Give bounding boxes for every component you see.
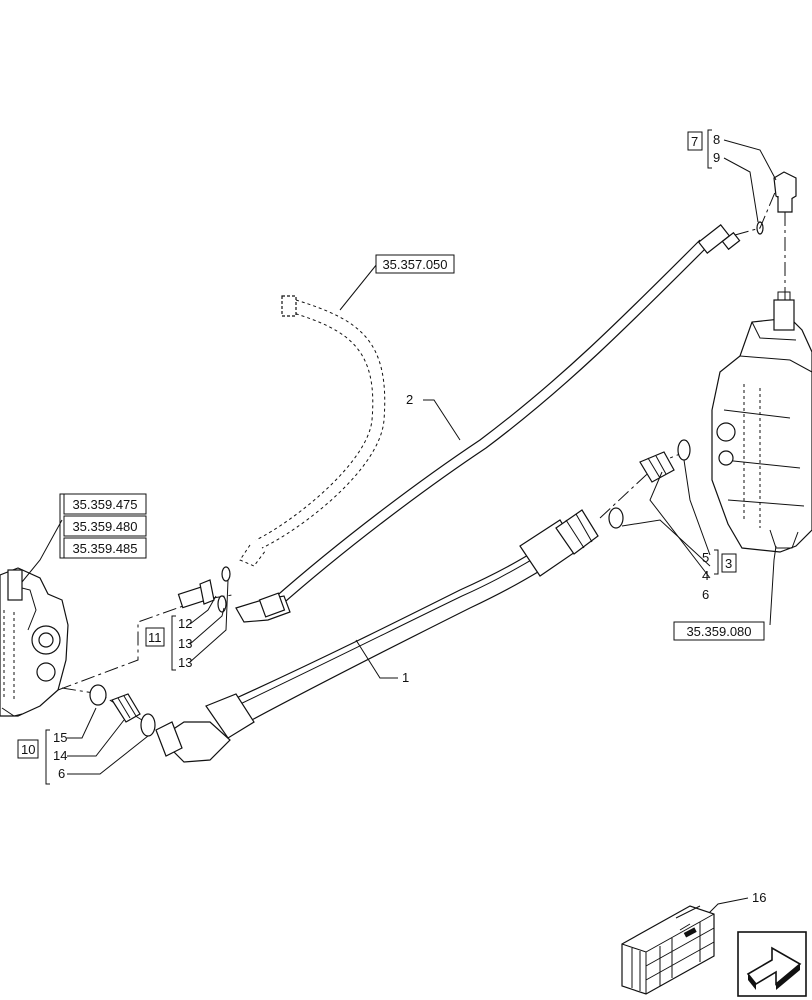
elbow-fitting (756, 171, 797, 235)
dashed-hose (239, 295, 386, 567)
callout-box-10 (17, 739, 39, 759)
callout-13-b: 13 (178, 655, 192, 670)
fitting-group-10 (89, 684, 156, 737)
fitting-group-3 (608, 439, 691, 529)
svg-text:35.359.485: 35.359.485 (72, 541, 137, 556)
callout-box-11 (145, 627, 165, 647)
callout-1: 1 (402, 670, 409, 685)
leader-lines (21, 139, 777, 921)
callout-2: 2 (406, 392, 413, 407)
callout-6-left: 6 (58, 766, 65, 781)
callout-3: 3 (725, 556, 732, 571)
callout-15: 15 (53, 730, 67, 745)
callout-box-7 (687, 131, 703, 151)
reference-box-35-359-475[interactable]: 35.359.475 (63, 493, 147, 515)
callout-12: 12 (178, 616, 192, 631)
reference-box-35-359-480[interactable]: 35.359.480 (63, 515, 147, 537)
fitting-group-11 (177, 566, 231, 613)
callout-13-a: 13 (178, 636, 192, 651)
reference-box-35-359-080[interactable]: 35.359.080 (673, 621, 765, 641)
bracket-lines (45, 129, 719, 785)
callout-9: 9 (713, 150, 720, 165)
reference-box-35-357-050[interactable]: 35.357.050 (375, 254, 455, 274)
callout-box-3 (721, 553, 737, 573)
callout-14: 14 (53, 748, 67, 763)
svg-text:35.359.475: 35.359.475 (72, 497, 137, 512)
callout-7: 7 (691, 134, 698, 149)
reference-box-35-359-485[interactable]: 35.359.485 (63, 537, 147, 559)
hose-1 (155, 509, 599, 763)
callout-16: 16 (752, 890, 766, 905)
callout-5: 5 (702, 550, 709, 565)
hose-2 (235, 224, 741, 623)
callout-6-right: 6 (702, 587, 709, 602)
next-page-arrow-icon[interactable] (737, 931, 807, 997)
callout-10: 10 (21, 742, 35, 757)
parts-crate-icon (621, 905, 715, 995)
svg-text:35.359.080: 35.359.080 (686, 624, 751, 639)
callout-4: 4 (702, 568, 709, 583)
callout-8: 8 (713, 132, 720, 147)
svg-text:35.359.480: 35.359.480 (72, 519, 137, 534)
left-control-valve (0, 567, 69, 717)
right-control-valve (711, 291, 812, 553)
svg-text:35.357.050: 35.357.050 (382, 257, 447, 272)
callout-labels: 2 1 7 8 9 5 4 6 3 11 12 13 13 10 15 14 6… (17, 131, 766, 905)
callout-11: 11 (148, 630, 162, 645)
